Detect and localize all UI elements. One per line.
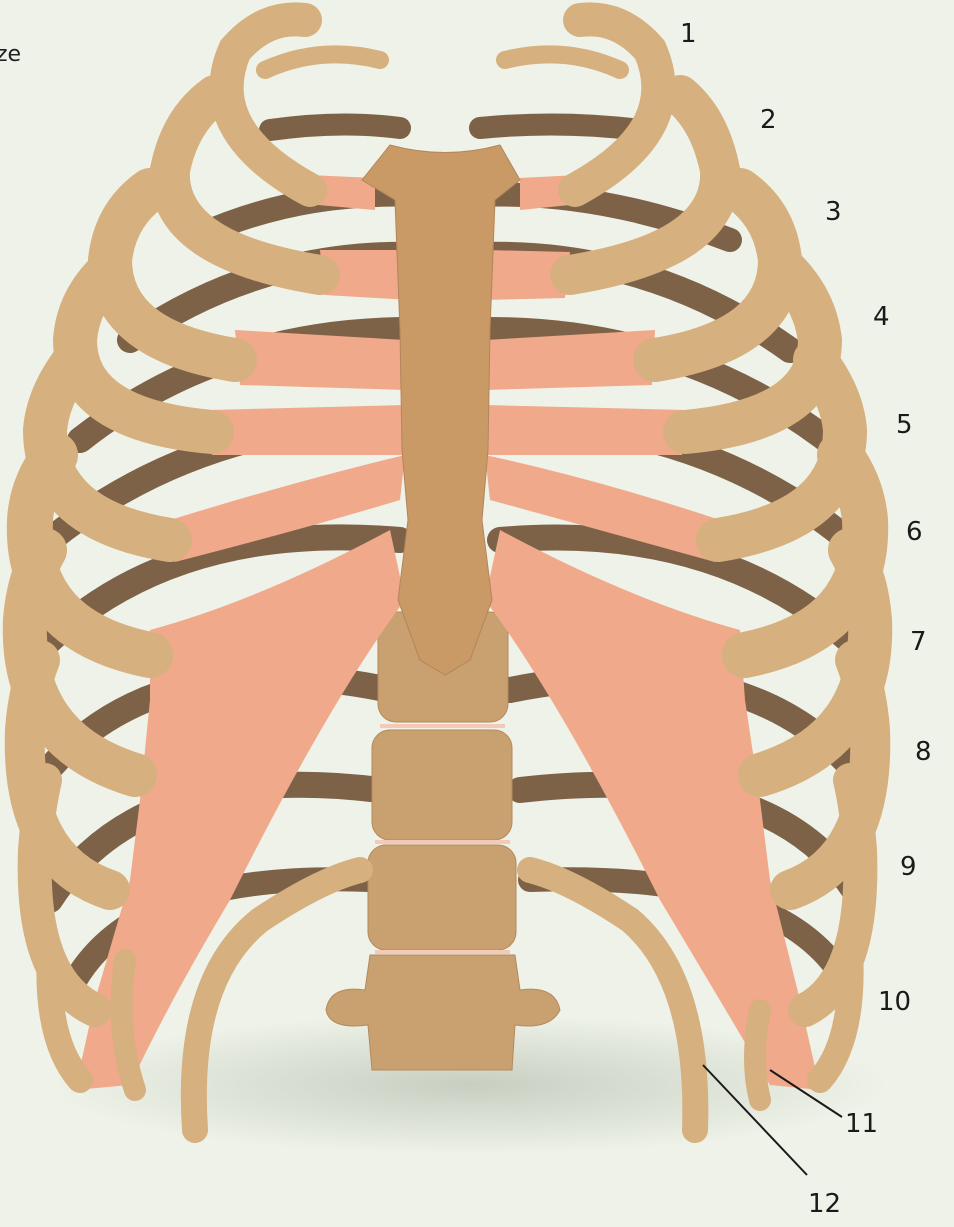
label-rib-6: 6 [906,517,923,547]
rib-11-right [755,1010,760,1100]
cartilage-3-right [485,330,655,390]
label-rib-4: 4 [873,302,890,332]
back-rib-1 [270,124,640,130]
vertebra-t11 [372,730,512,840]
rib-1-right [575,19,658,190]
label-rib-7: 7 [910,627,927,657]
cartilage-3-left [235,330,405,390]
label-rib-5: 5 [896,410,913,440]
label-rib-2: 2 [760,105,777,135]
rib-1b-left [265,54,380,70]
vertebra-t12 [368,845,516,950]
label-rib-1: 1 [680,19,697,49]
label-rib-3: 3 [825,197,842,227]
cartilage-4-right [485,405,685,455]
rib-1-left [227,19,310,190]
cartilage-4-left [210,405,405,455]
label-rib-11: 11 [845,1109,878,1139]
label-rib-8: 8 [915,737,932,767]
rib-11-left [122,960,135,1090]
label-rib-9: 9 [900,852,917,882]
label-rib-12: 12 [808,1189,841,1219]
rib-1b-right [505,54,620,70]
label-rib-10: 10 [878,987,911,1017]
